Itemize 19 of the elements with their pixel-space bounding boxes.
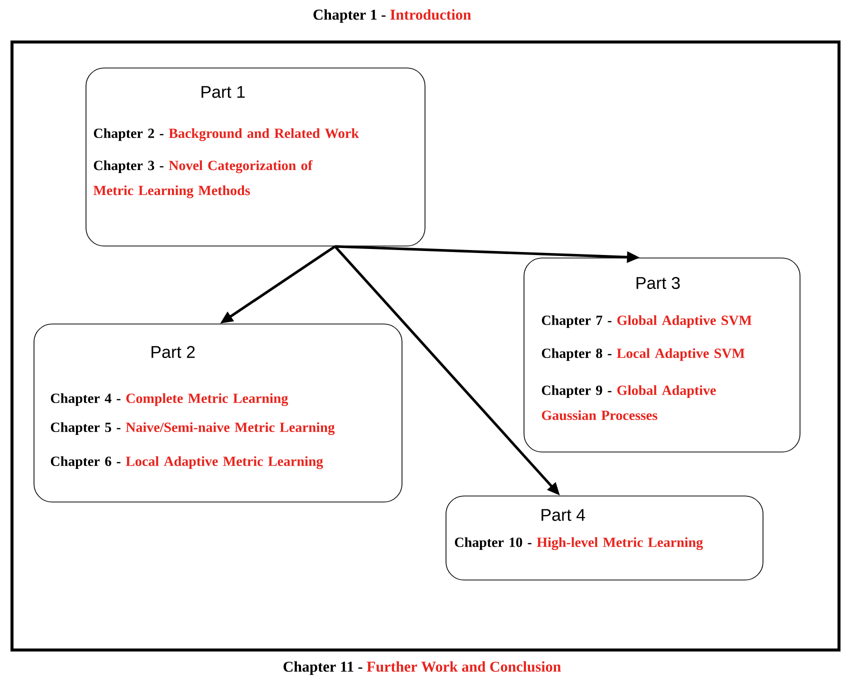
part-box	[86, 68, 426, 246]
chapter-entry: Chapter 9 - Global Adaptive Gaussian Processes	[542, 385, 716, 420]
part-box	[446, 496, 764, 580]
chapter-entry: Chapter 3 - Novel Categorization of Metric Learning Methods	[93, 160, 313, 198]
chapter-entry: Chapter 6 - Local Adaptive Metric Learning	[50, 456, 324, 469]
chapter-entry: Chapter 2 - Background and Related Work	[94, 128, 359, 141]
chapter-entry: Chapter 7 - Global Adaptive SVM	[542, 315, 752, 328]
chapter-title: Chapter 1 - Introduction	[314, 9, 471, 23]
part-box	[524, 258, 800, 452]
chapter-title: Chapter 11 - Further Work and Conclusion	[284, 661, 561, 675]
chapter-entry: Chapter 4 - Complete Metric Learning	[50, 393, 288, 406]
chapter-entry: Chapter 5 - Naive/Semi-naive Metric Learning	[50, 422, 335, 435]
part-heading: Part 1	[202, 86, 245, 98]
chapter-entry: Chapter 8 - Local Adaptive SVM	[542, 348, 745, 361]
part-heading: Part 4	[542, 509, 586, 521]
part-box	[34, 324, 402, 502]
part-heading: Part 3	[636, 276, 680, 290]
chapter-entry: Chapter 10 - High-level Metric Learning	[454, 537, 703, 550]
part-heading: Part 2	[152, 346, 195, 358]
